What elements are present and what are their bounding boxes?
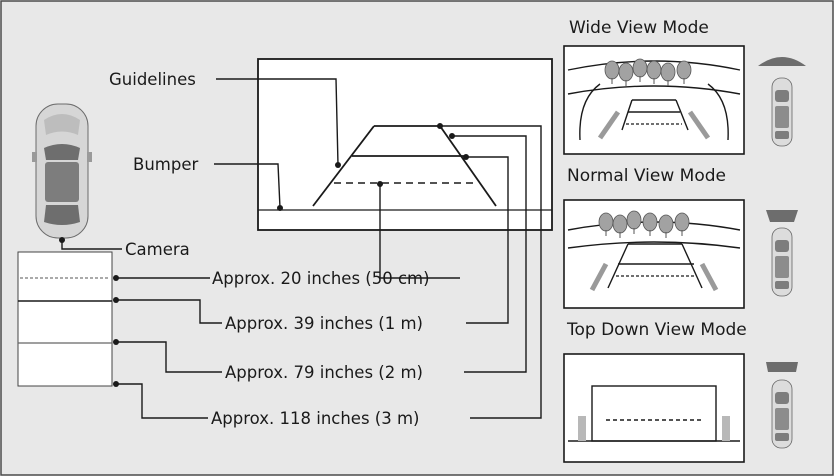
- leader-lines: [59, 78, 542, 419]
- top-down-view-preview: [563, 353, 745, 463]
- ground-distance-zones: [17, 251, 113, 387]
- wide-view-mode-title: Wide View Mode: [569, 18, 709, 38]
- guidelines-label: Guidelines: [109, 70, 196, 89]
- normal-view-mode-title: Normal View Mode: [567, 166, 726, 186]
- top-down-view-mode-title: Top Down View Mode: [566, 320, 747, 340]
- normal-view-preview: [563, 199, 745, 309]
- rear-camera-monitor: [257, 58, 553, 231]
- wide-view-camera-coverage-icon: [758, 57, 806, 147]
- top-down-view-camera-coverage-icon: [766, 362, 798, 449]
- distance-39-label: Approx. 39 inches (1 m): [225, 314, 423, 333]
- normal-view-camera-coverage-icon: [766, 210, 798, 297]
- wide-view-preview: [563, 45, 745, 155]
- distance-118-label: Approx. 118 inches (3 m): [211, 409, 420, 428]
- distance-79-label: Approx. 79 inches (2 m): [225, 363, 423, 382]
- bumper-label: Bumper: [133, 155, 198, 174]
- distance-20-label: Approx. 20 inches (50 cm): [212, 269, 430, 288]
- camera-label: Camera: [125, 240, 190, 259]
- car-top-view-illustration: [32, 103, 92, 239]
